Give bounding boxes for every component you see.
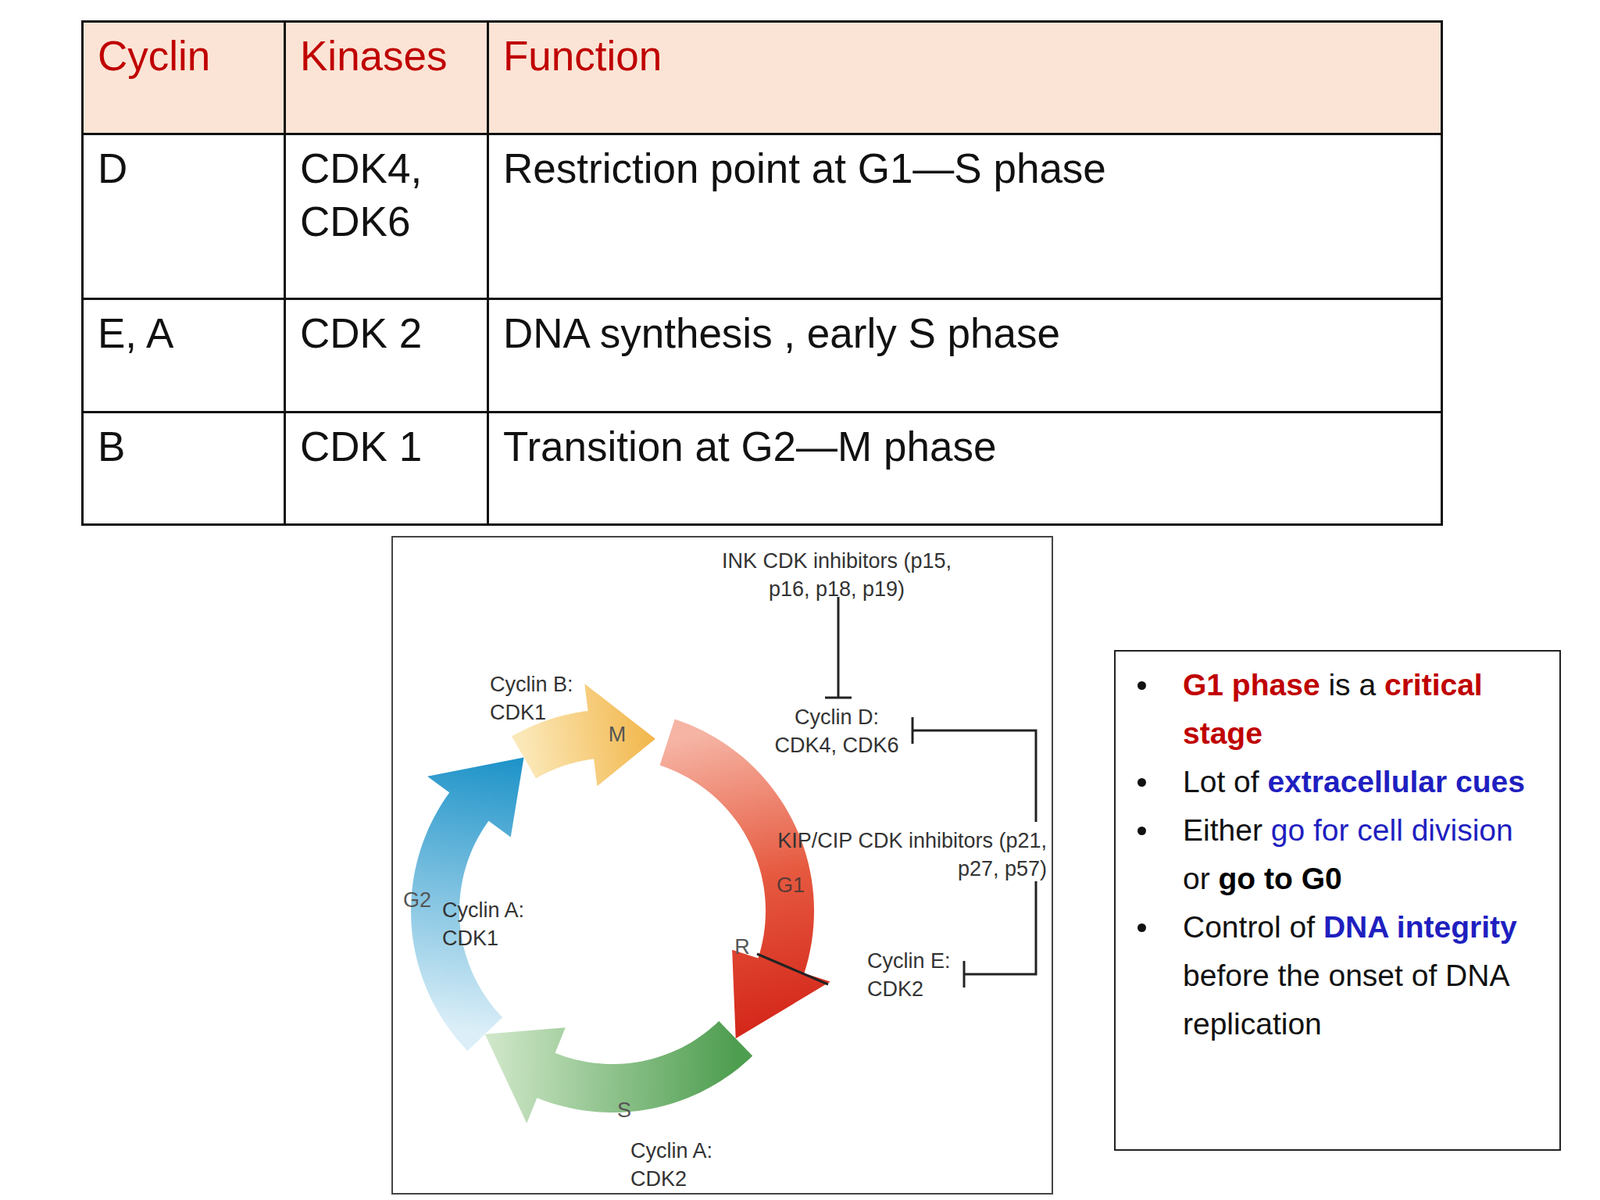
bullet-dot xyxy=(1137,923,1147,933)
table-cell-text: Restriction point at G1—S phase xyxy=(503,142,1427,196)
inhibition-line xyxy=(837,596,840,698)
bullet-text: Either go for cell division or go to G0 xyxy=(1182,813,1514,896)
restriction-point-label: R xyxy=(730,932,754,961)
emphasis-text: go for cell division xyxy=(1271,813,1514,847)
table-cell-text: D xyxy=(97,142,270,196)
cyclin-label: Cyclin D: CDK4, CDK6 xyxy=(762,703,911,760)
table-cell-text: CDK4, CDK6 xyxy=(300,142,473,249)
table-cell-text: Transition at G2—M phase xyxy=(503,420,1427,474)
plain-text: Control of xyxy=(1182,910,1324,944)
bullet-item: Either go for cell division or go to G0 xyxy=(1115,806,1560,904)
inhibition-bar xyxy=(963,960,966,988)
g1-phase-arrow xyxy=(660,719,831,1040)
emphasis-text: DNA integrity xyxy=(1323,910,1518,944)
inhibition-line xyxy=(964,881,1036,975)
emphasis-text: go to G0 xyxy=(1218,861,1343,896)
emphasis-text: G1 phase xyxy=(1182,667,1321,702)
plain-text: or xyxy=(1182,861,1219,896)
phase-label: G1 xyxy=(771,871,811,900)
m-phase-arrow xyxy=(511,683,656,786)
table-cell-text: CDK 2 xyxy=(300,307,473,361)
table-cell-text: B xyxy=(97,420,270,474)
phase-label: G2 xyxy=(397,885,437,915)
table-cell-text: CDK 1 xyxy=(300,420,473,474)
bullet-item: G1 phase is a critical stage xyxy=(1115,660,1560,758)
bullet-item: Lot of extracellular cues xyxy=(1115,757,1560,807)
plain-text: Lot of xyxy=(1182,764,1268,799)
plain-text: Either xyxy=(1182,813,1272,847)
restriction-point-line xyxy=(757,953,829,985)
note-box: G1 phase is a critical stageLot of extra… xyxy=(1114,650,1561,1151)
bullet-text: Control of DNA integrity before the onse… xyxy=(1182,910,1518,1041)
inhibitor-lines xyxy=(757,596,1036,988)
bullet-text: G1 phase is a critical stage xyxy=(1182,667,1483,750)
diagram-frame xyxy=(391,535,1054,1195)
table-header: Cyclin xyxy=(97,29,270,83)
cyclin-label: Cyclin E: CDK2 xyxy=(867,946,977,1004)
bullet-dot xyxy=(1137,778,1147,787)
table-header: Kinases xyxy=(300,29,473,83)
plain-text: is a xyxy=(1320,667,1385,702)
inhibitor-label: INK CDK inhibitors (p15, p16, p18, p19) xyxy=(715,546,958,604)
phase-label: M xyxy=(597,720,637,749)
cyclin-label: Cyclin B: CDK1 xyxy=(489,670,600,727)
plain-text: before the onset of DNA replication xyxy=(1182,958,1508,1041)
inhibition-line xyxy=(912,730,1036,822)
table-header: Function xyxy=(503,29,1427,83)
inhibition-bar xyxy=(825,696,852,700)
cyclin-label: Cyclin A: CDK2 xyxy=(630,1136,740,1193)
bullet-item: Control of DNA integrity before the onse… xyxy=(1115,903,1560,1049)
inhibition-bar xyxy=(911,717,915,744)
table-cell-text: E, A xyxy=(97,307,270,361)
phase-label: S xyxy=(608,1096,640,1125)
cyclin-label: Cyclin A: CDK1 xyxy=(442,896,552,953)
bullet-dot xyxy=(1137,681,1147,690)
emphasis-text: extracellular cues xyxy=(1267,764,1525,799)
inhibitor-label: KIP/CIP CDK inhibitors (p21, p27, p57) xyxy=(777,826,1047,883)
table-cell-text: DNA synthesis , early S phase xyxy=(503,307,1427,361)
bullet-text: Lot of extracellular cues xyxy=(1182,764,1525,799)
bullet-dot xyxy=(1137,826,1147,836)
cycle-ring xyxy=(410,683,831,1123)
